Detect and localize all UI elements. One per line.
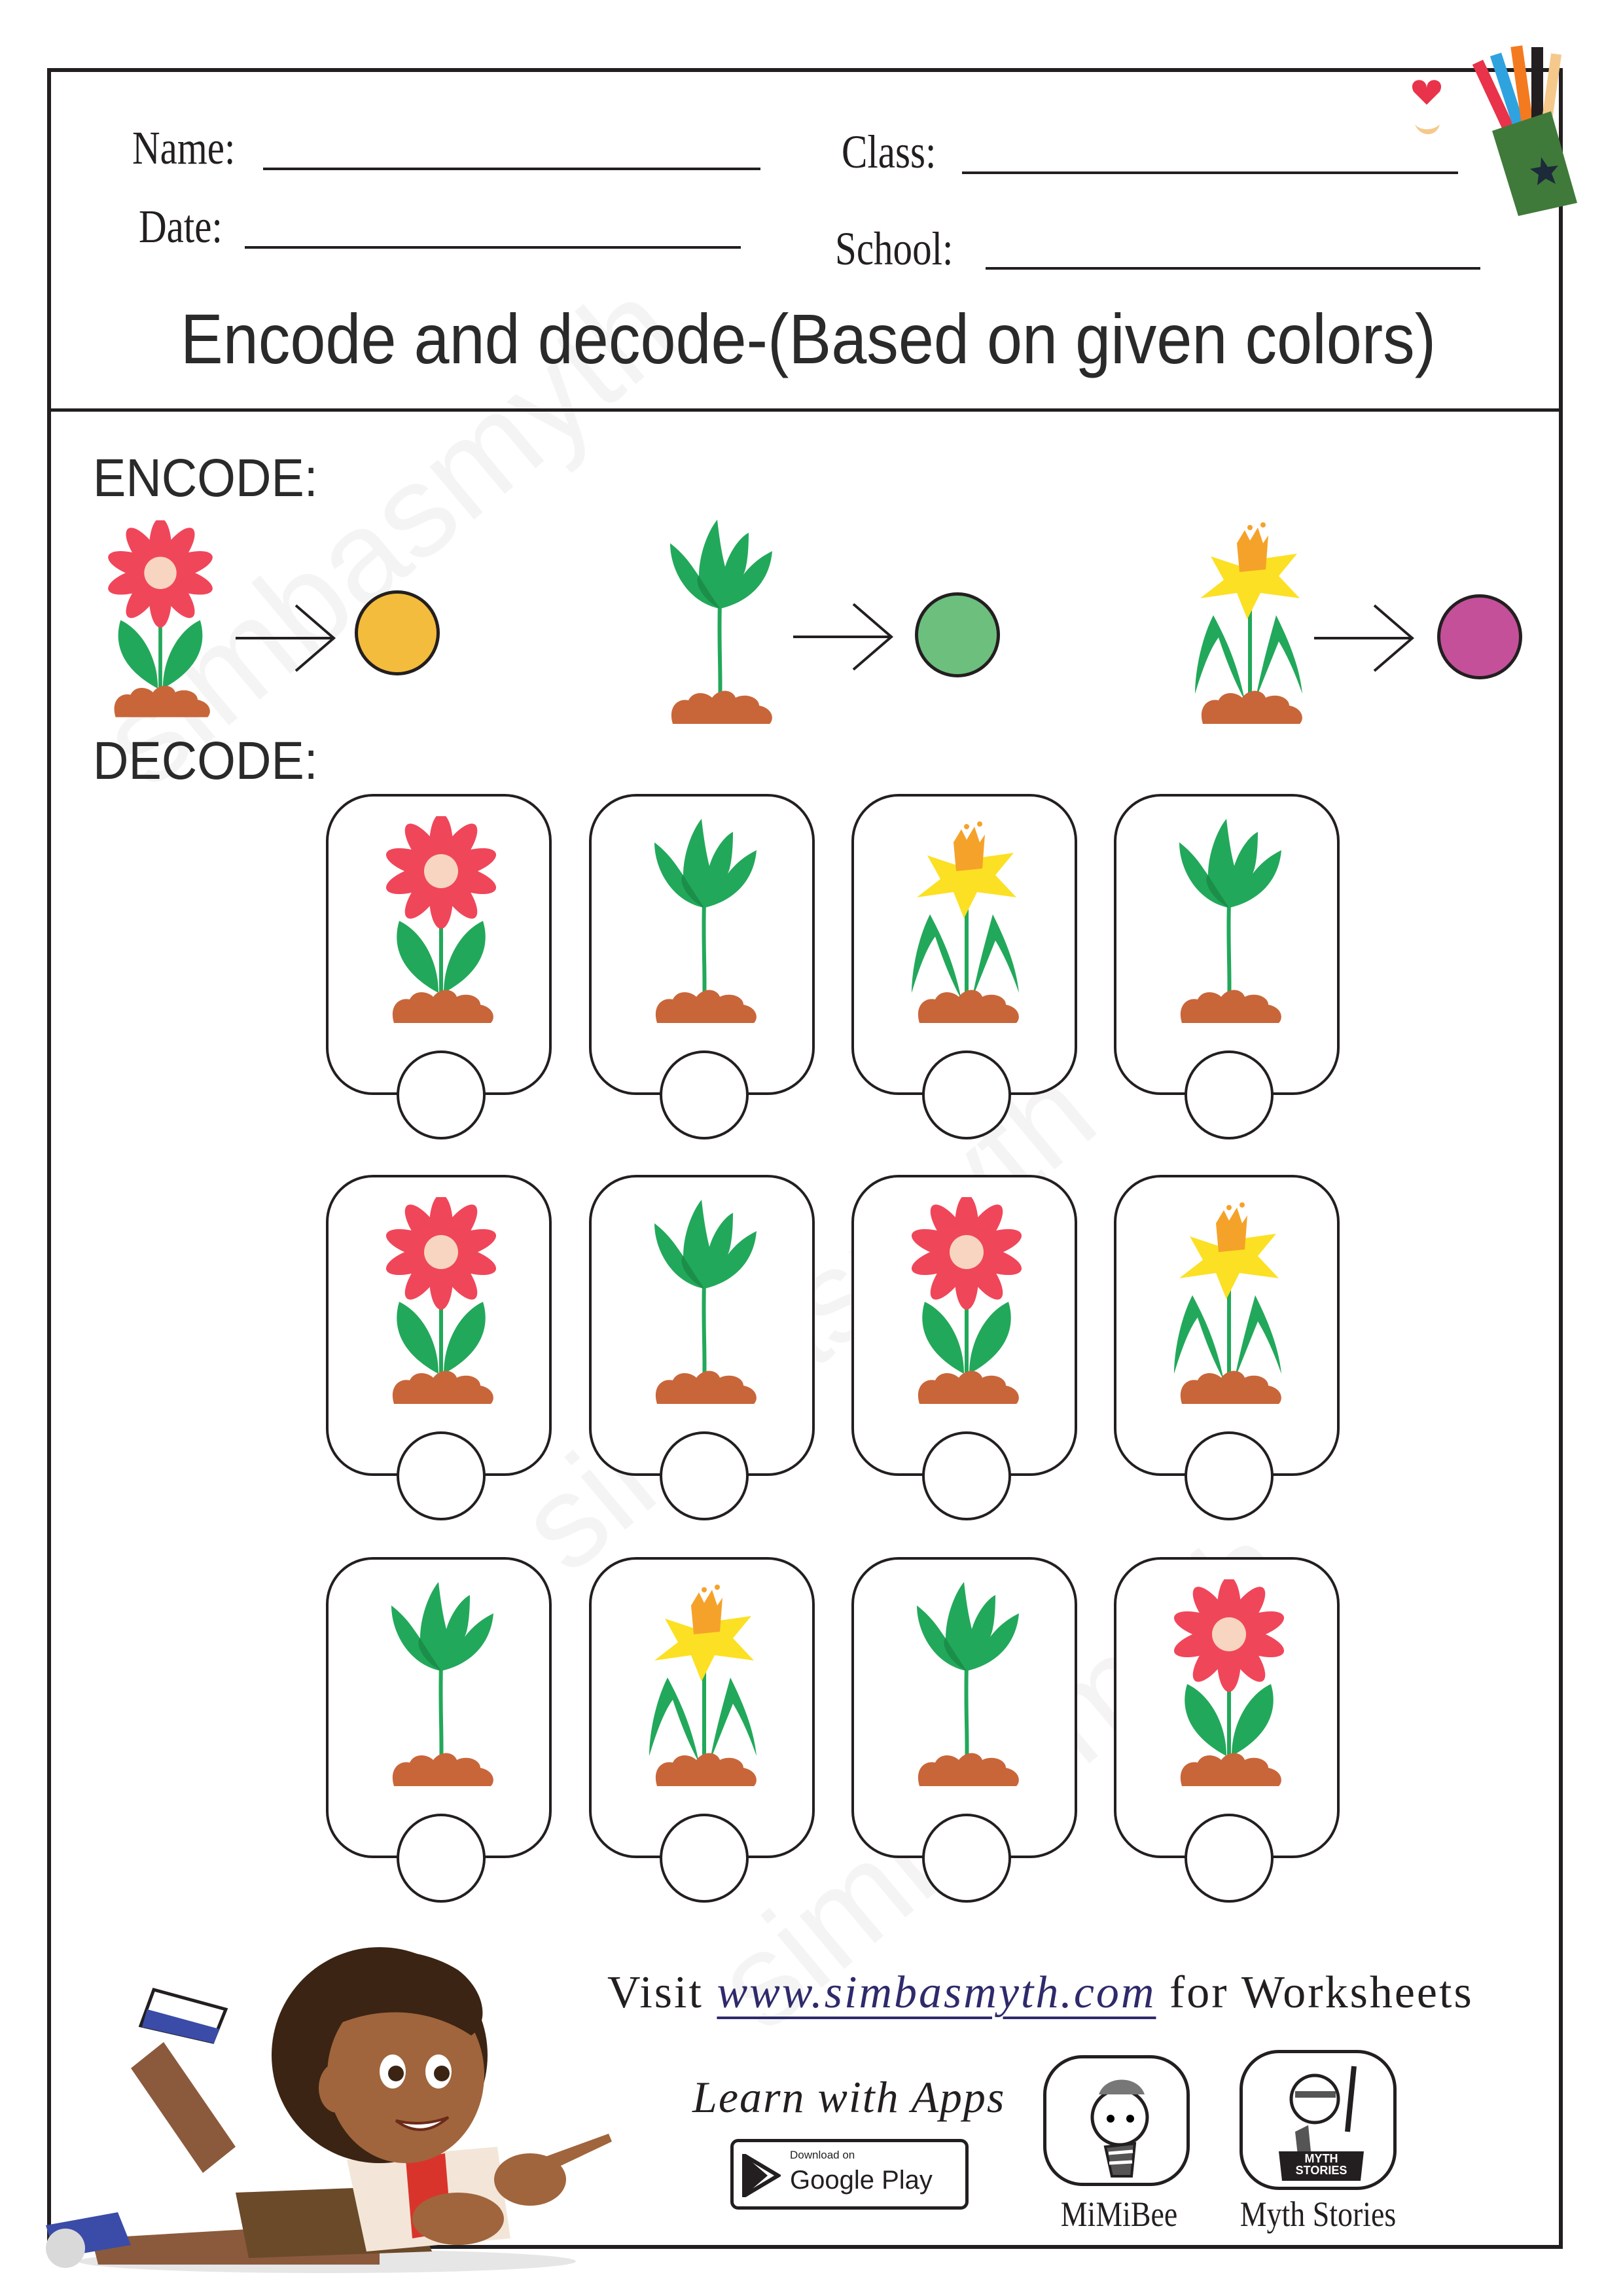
warrior-icon — [1279, 2066, 1364, 2181]
answer-circle[interactable] — [397, 1050, 486, 1139]
arrow-right-icon — [236, 602, 338, 674]
mimibee-label: MiMiBee — [1060, 2195, 1178, 2234]
decode-card — [1114, 794, 1340, 1139]
decode-card — [326, 1557, 552, 1903]
arrow-right-icon — [793, 601, 895, 673]
answer-circle[interactable] — [922, 1814, 1011, 1903]
decode-card — [589, 1557, 815, 1903]
answer-circle[interactable] — [1185, 1431, 1274, 1520]
header-divider — [47, 408, 1563, 412]
daffodil-icon — [639, 1579, 770, 1789]
decode-card — [1114, 1175, 1340, 1520]
sprout-icon — [639, 1197, 770, 1407]
decode-card — [589, 1175, 815, 1520]
decode-card — [851, 794, 1077, 1139]
color-key-yellow — [355, 590, 440, 675]
visit-line: Visit www.simbasmyth.com for Worksheets — [607, 1967, 1474, 2019]
color-key-green — [915, 592, 1000, 677]
decode-card — [851, 1557, 1077, 1903]
answer-circle[interactable] — [660, 1431, 749, 1520]
google-play-button[interactable]: Download on Google Play — [730, 2139, 969, 2210]
visit-prefix: Visit — [607, 1967, 704, 2018]
learn-with-apps: Learn with Apps — [692, 2072, 1006, 2122]
flower-icon — [376, 816, 507, 1026]
answer-circle[interactable] — [1185, 1050, 1274, 1139]
sprout-icon — [1164, 816, 1294, 1026]
encode-heading: ENCODE: — [93, 448, 318, 508]
decode-card — [1114, 1557, 1340, 1903]
flower-icon — [1164, 1579, 1294, 1789]
myth-stories-app-icon[interactable]: MYTH STORIES — [1240, 2050, 1397, 2190]
page-title: Encode and decode-(Based on given colors… — [180, 299, 1436, 378]
school-label: School: — [835, 223, 954, 275]
play-store-icon — [742, 2154, 781, 2197]
date-label: Date: — [139, 200, 223, 253]
flower-icon — [376, 1197, 507, 1407]
answer-circle[interactable] — [922, 1431, 1011, 1520]
pencil-cup-icon — [1412, 45, 1577, 216]
daffodil-icon — [1185, 517, 1315, 726]
website-link[interactable]: www.simbasmyth.com — [717, 1967, 1156, 2018]
answer-circle[interactable] — [1185, 1814, 1274, 1903]
decode-card — [326, 794, 552, 1139]
sprout-icon — [654, 517, 785, 726]
visit-suffix: for Worksheets — [1169, 1967, 1474, 2018]
google-play-small-text: Download on — [790, 2149, 855, 2161]
answer-circle[interactable] — [922, 1050, 1011, 1139]
myth-stories-label: Myth Stories — [1240, 2195, 1397, 2234]
decode-card — [851, 1175, 1077, 1520]
google-play-text: Google Play — [790, 2166, 933, 2195]
answer-circle[interactable] — [397, 1431, 486, 1520]
worksheet-frame — [47, 68, 1563, 2249]
name-label: Name: — [132, 122, 236, 174]
date-field[interactable] — [245, 246, 741, 249]
flower-icon — [901, 1197, 1032, 1407]
answer-circle[interactable] — [660, 1814, 749, 1903]
mimibee-app-icon[interactable] — [1043, 2055, 1190, 2186]
decode-card — [589, 794, 815, 1139]
sprout-icon — [639, 816, 770, 1026]
school-field[interactable] — [986, 267, 1480, 270]
daffodil-icon — [1164, 1197, 1294, 1407]
color-key-magenta — [1437, 594, 1522, 679]
name-field[interactable] — [263, 168, 760, 170]
arrow-right-icon — [1314, 602, 1416, 674]
myth-stories-badge: MYTH STORIES — [1295, 2152, 1347, 2177]
sprout-icon — [901, 1579, 1032, 1789]
answer-circle[interactable] — [397, 1814, 486, 1903]
class-field[interactable] — [962, 171, 1458, 174]
bee-icon — [1090, 2079, 1149, 2178]
sprout-icon — [376, 1579, 507, 1789]
flower-icon — [98, 520, 223, 720]
decode-card — [326, 1175, 552, 1520]
decode-heading: DECODE: — [93, 731, 318, 791]
answer-circle[interactable] — [660, 1050, 749, 1139]
boy-illustration — [46, 1947, 612, 2273]
class-label: Class: — [842, 126, 936, 178]
daffodil-icon — [901, 816, 1032, 1026]
